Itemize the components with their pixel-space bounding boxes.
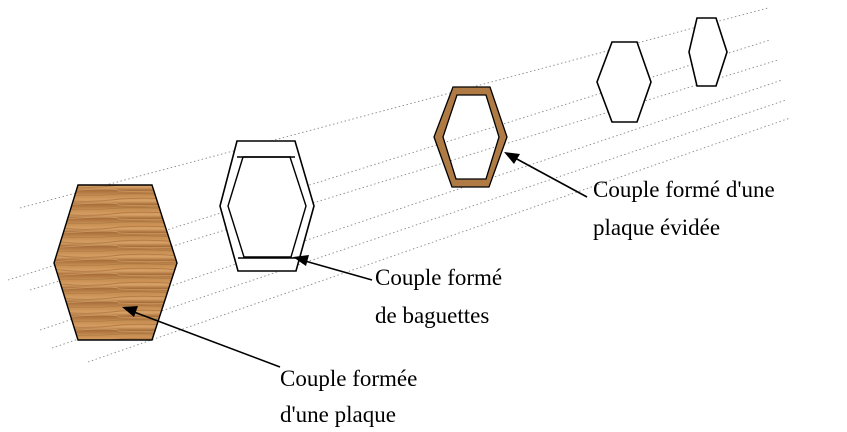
solid-plate-frame <box>53 184 178 341</box>
guide-line <box>19 7 769 209</box>
battens-arrow <box>293 255 373 281</box>
hollow-plate-caption-line1: Couple formé d'une <box>593 177 775 202</box>
plate-caption-line1: Couple formée <box>280 366 417 391</box>
battens-caption-line1: Couple formé <box>375 265 502 290</box>
battens-caption-line2: de baguettes <box>375 303 489 328</box>
batten-frame <box>219 140 315 272</box>
hollow-plate-caption-line2: plaque évidée <box>593 215 720 240</box>
guide-line <box>39 79 783 331</box>
plate-arrow <box>122 306 281 368</box>
hollow-plate-arrow <box>504 152 588 198</box>
distant-frame <box>596 41 652 123</box>
hollow-plate-frame <box>433 86 508 188</box>
guide-line <box>51 99 787 349</box>
plate-caption-line2: d'une plaque <box>280 402 396 427</box>
distant-frame-small <box>688 17 728 87</box>
guide-line <box>29 59 779 291</box>
batten-frame-outer <box>219 140 315 272</box>
